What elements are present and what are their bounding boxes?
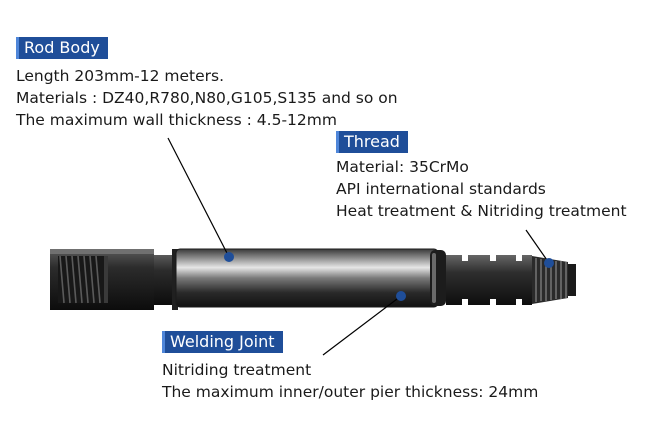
thread-badge: Thread bbox=[336, 131, 408, 153]
rod-body-marker bbox=[224, 252, 234, 262]
welding-joint-collar bbox=[430, 250, 446, 306]
rod-body-leader-line bbox=[167, 137, 230, 258]
rod-body-description: Length 203mm-12 meters. Materials : DZ40… bbox=[16, 65, 398, 131]
thread-treatment: Heat treatment & Nitriding treatment bbox=[336, 202, 627, 220]
welding-joint-description: Nitriding treatment The maximum inner/ou… bbox=[162, 359, 538, 403]
thread-marker bbox=[544, 258, 554, 268]
welding-joint-pier-thickness: The maximum inner/outer pier thickness: … bbox=[162, 383, 539, 401]
thread-material: Material: 35CrMo bbox=[336, 158, 469, 176]
welding-joint-leader-line bbox=[322, 295, 402, 356]
thread-description: Material: 35CrMo API international stand… bbox=[336, 156, 627, 222]
welding-joint-marker bbox=[396, 291, 406, 301]
rod-body-length: Length 203mm-12 meters. bbox=[16, 67, 225, 85]
thread-standard: API international standards bbox=[336, 180, 546, 198]
welding-joint-treatment: Nitriding treatment bbox=[162, 361, 312, 379]
thread-leader-line bbox=[525, 229, 550, 264]
pin-end bbox=[446, 255, 576, 305]
rod-body-materials: Materials : DZ40,R780,N80,G105,S135 and … bbox=[16, 89, 398, 107]
box-end bbox=[50, 249, 178, 310]
welding-joint-badge: Welding Joint bbox=[162, 331, 283, 353]
rod-body-badge: Rod Body bbox=[16, 37, 108, 59]
rod-body-wall-thickness: The maximum wall thickness : 4.5-12mm bbox=[16, 111, 337, 129]
